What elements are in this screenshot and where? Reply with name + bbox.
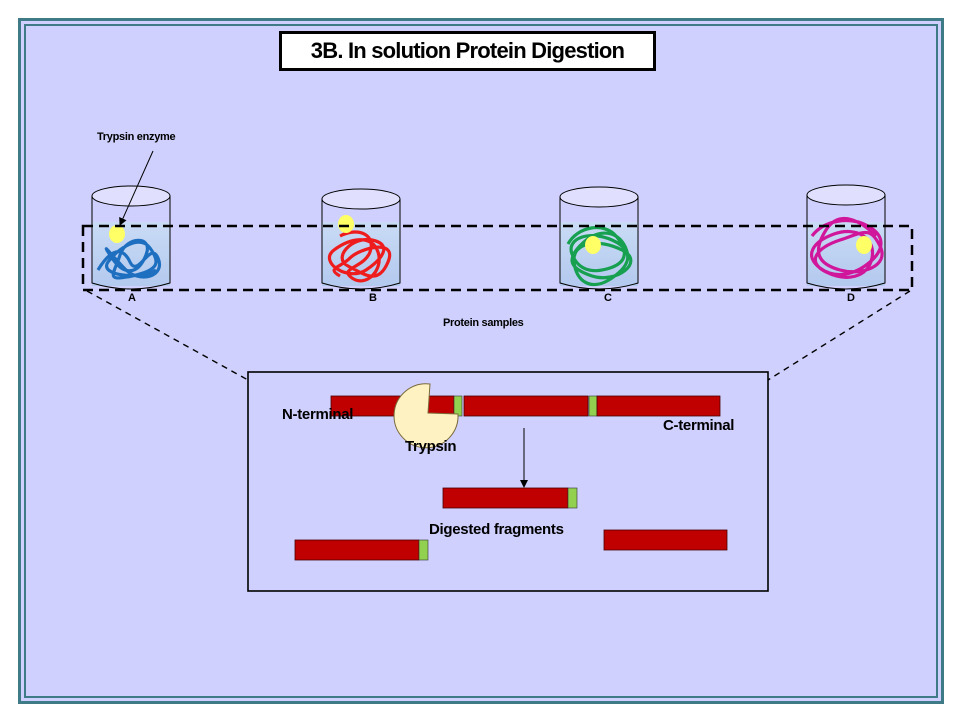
c-terminal-label: C-terminal	[663, 417, 735, 434]
digested-fragments-label: Digested fragments	[429, 521, 564, 538]
fragment-1	[442, 487, 578, 509]
zoom-line-left	[86, 290, 249, 381]
sample-label-a: A	[128, 292, 136, 304]
chain-segment-3	[596, 395, 721, 417]
protein-chain	[330, 395, 721, 417]
n-terminal-label: N-terminal	[282, 406, 354, 423]
trypsin-label: Trypsin	[405, 438, 457, 455]
trypsin-enzyme-label: Trypsin enzyme	[97, 131, 176, 143]
diagram-title: 3B. In solution Protein Digestion	[279, 31, 656, 71]
protein-samples-label: Protein samples	[443, 317, 524, 329]
enzyme-c	[585, 236, 601, 254]
sample-label-b: B	[369, 292, 377, 304]
enzyme-a	[109, 225, 125, 243]
samples-dashed-band	[81, 224, 914, 292]
outer-frame	[18, 18, 944, 704]
beaker-b	[321, 188, 401, 290]
beaker-c	[559, 186, 639, 290]
protein-coil-c	[566, 226, 633, 286]
zoom-line-right	[767, 290, 911, 381]
chain-segment-2	[463, 395, 589, 417]
trypsin-enzyme-pointer	[119, 150, 154, 226]
fragment-2	[294, 539, 429, 561]
sample-label-d: D	[847, 292, 855, 304]
beaker-d	[806, 184, 886, 290]
beaker-a	[91, 185, 171, 290]
enzyme-d	[856, 236, 872, 254]
sample-label-c: C	[604, 292, 612, 304]
fragment-3	[603, 529, 728, 551]
protein-coil-d	[810, 217, 884, 279]
protein-coil-b	[327, 230, 392, 283]
cleavage-site-2	[588, 395, 598, 417]
cleavage-site-1	[453, 395, 463, 417]
digestion-detail-box	[247, 371, 769, 592]
protein-coil-a	[96, 238, 162, 280]
inner-frame	[24, 24, 938, 698]
trypsin-pacman-icon	[393, 383, 459, 449]
enzyme-b	[338, 215, 354, 233]
